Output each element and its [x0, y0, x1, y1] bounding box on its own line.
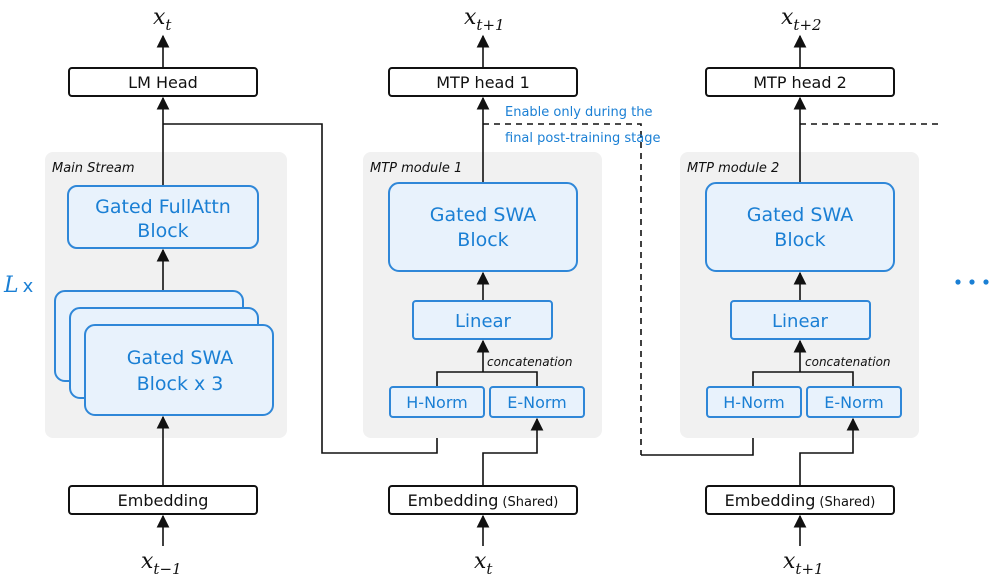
mtp2-panel-label: MTP module 2: [687, 161, 779, 176]
mtp1-concat-label: concatenation: [487, 355, 573, 369]
mtp1-swa-label-line1: Gated SWA: [430, 204, 536, 226]
mtp2-head-label: MTP head 2: [753, 73, 847, 92]
mtp1-input-token: xt: [474, 549, 493, 578]
mtp2-enorm-box: [806, 386, 902, 418]
mtp2-head-box: [705, 67, 895, 97]
mtp1-enorm-box: [489, 386, 585, 418]
swa-stack-front: [84, 324, 274, 416]
mtp2-embedding-box: [705, 485, 895, 515]
mtp2-embedding-label: Embedding(Shared): [725, 491, 876, 510]
mtp2-input-token: xt+1: [783, 549, 824, 578]
mtp2-swa-label-line2: Block: [774, 229, 825, 251]
mtp1-swa-label-line2: Block: [457, 229, 508, 251]
main-stream: Main Stream xt LM Head Gated FullAttn Bl…: [3, 5, 287, 578]
mtp2-embedding-to-enorm-line: [799, 417, 860, 486]
mtp-module-1: MTP module 1 xt+1 MTP head 1 Gated SWA B…: [363, 5, 602, 578]
mtp1-embedding-label: Embedding(Shared): [408, 491, 559, 510]
mtp1-hnorm-label: H-Norm: [406, 393, 467, 412]
mtp1-swa-block: [388, 182, 578, 272]
mtp2-hnorm-box: [706, 386, 802, 418]
main-input-token: xt−1: [141, 549, 182, 578]
mtp1-panel-label: MTP module 1: [370, 161, 462, 176]
lm-head-label: LM Head: [128, 73, 198, 92]
mtp1-hnorm-box: [389, 386, 485, 418]
mtp2-swa-label-line1: Gated SWA: [747, 204, 853, 226]
swa-stack-label-line1: Gated SWA: [127, 347, 233, 369]
training-note-line1: Enable only during the: [505, 105, 652, 120]
lm-head-box: [68, 67, 258, 97]
mtp2-enorm-label: E-Norm: [824, 393, 884, 412]
mtp1-head-box: [388, 67, 578, 97]
fullattn-label-line2: Block: [137, 220, 188, 242]
main-embedding-label: Embedding: [118, 491, 209, 510]
mtp-module-2: MTP module 2 xt+2 MTP head 2 Gated SWA B…: [680, 5, 919, 578]
main-output-token: xt: [153, 5, 172, 34]
mtp1-embedding-box: [388, 485, 578, 515]
main-hidden-to-hnorm1-line: [163, 123, 444, 454]
mtp1-concat-bracket: [436, 371, 538, 387]
swa-stack-label-line2: Block x 3: [137, 373, 224, 395]
mtp2-concat-bracket: [752, 371, 854, 387]
mtp1-linear-box: [412, 300, 553, 340]
mtp1-embedding-to-enorm-line: [482, 417, 544, 486]
training-note-line2: final post-training stage: [505, 131, 661, 146]
continuation-ellipsis: [955, 279, 989, 285]
mtp1-enorm-label: E-Norm: [507, 393, 567, 412]
mtp1-output-token: xt+1: [464, 5, 505, 34]
mtp2-swa-block: [705, 182, 895, 272]
mtp1-to-mtp2-dashed-line: [483, 123, 642, 455]
mtp1-linear-label: Linear: [455, 311, 512, 332]
gated-fullattn-block: [67, 185, 259, 249]
mtp1-head-label: MTP head 1: [436, 73, 530, 92]
main-stream-label: Main Stream: [52, 161, 135, 176]
mtp2-linear-box: [730, 300, 871, 340]
mtp2-output-token: xt+2: [781, 5, 822, 34]
mtp2-concat-label: concatenation: [805, 355, 891, 369]
mtp2-linear-label: Linear: [772, 311, 829, 332]
fullattn-label-line1: Gated FullAttn: [95, 196, 231, 218]
mtp2-hnorm-label: H-Norm: [723, 393, 784, 412]
main-embedding-box: [68, 485, 258, 515]
